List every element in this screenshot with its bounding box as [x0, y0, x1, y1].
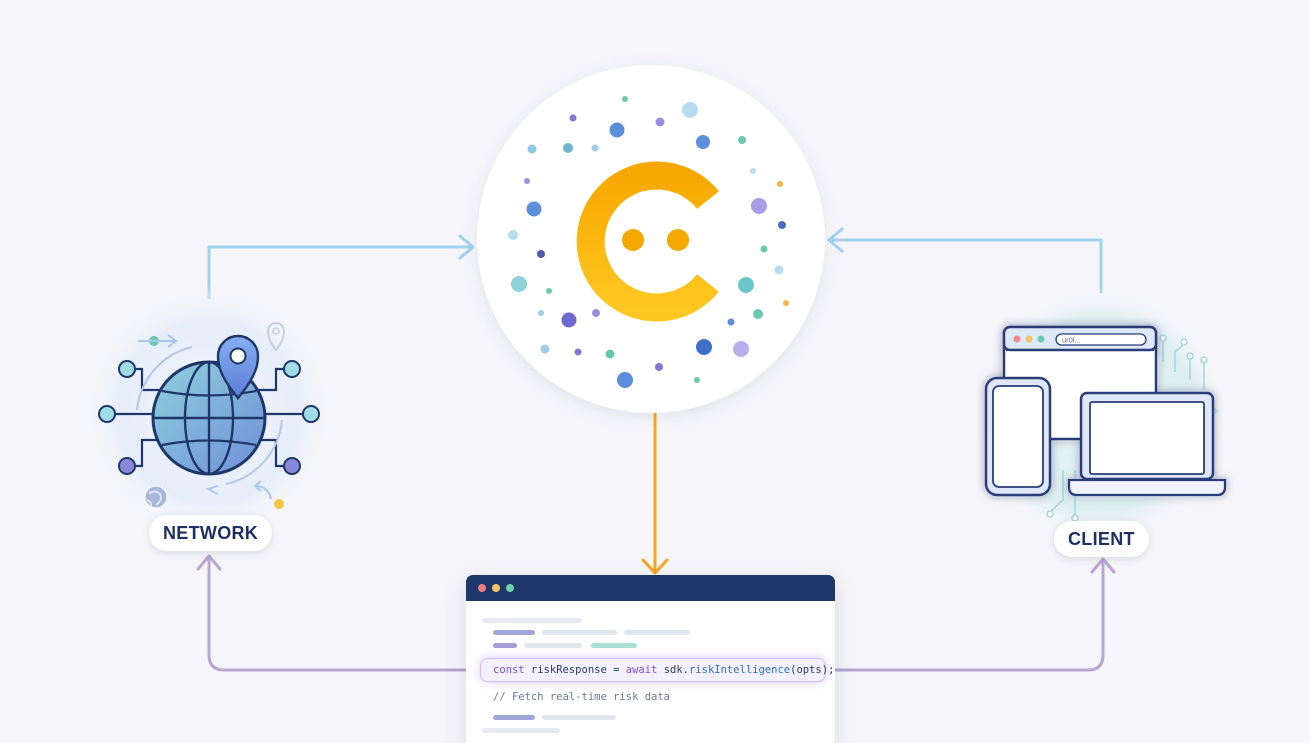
code-token-fn: riskIntelligence [688, 664, 791, 676]
code-placeholder-line [493, 630, 535, 635]
particle-ring [508, 96, 789, 388]
globe-network-icon [98, 322, 320, 509]
minimize-dot-icon [492, 584, 500, 592]
code-token-var: riskResponse = [524, 664, 626, 676]
browser-url-text: ur0l... [1062, 336, 1081, 345]
code-highlight-box [480, 658, 826, 682]
code-token-await: await [625, 664, 658, 676]
code-editor-window: const riskResponse = await sdk.riskIntel… [466, 575, 835, 743]
arrow-client-to-center [827, 227, 1103, 294]
close-dot-icon [478, 584, 486, 592]
arrow-network-to-center [207, 234, 475, 300]
code-token-const: const [493, 664, 525, 676]
code-comment-line: // Fetch real-time risk data [493, 691, 671, 703]
arrow-code-to-client [830, 557, 1116, 672]
code-placeholder-line [624, 630, 690, 635]
network-node [81, 284, 337, 540]
arrow-code-to-network [196, 554, 472, 672]
code-line-main: const riskResponse = await sdk.riskIntel… [493, 664, 834, 676]
maximize-dot-icon [506, 584, 514, 592]
code-token-obj: sdk. [657, 664, 689, 676]
code-token-args: (opts); [790, 664, 835, 676]
devices-icon: ur0l... [984, 325, 1227, 522]
center-node [477, 65, 825, 413]
code-window-titlebar [466, 575, 835, 601]
client-node: ur0l... [972, 287, 1228, 543]
code-body: const riskResponse = await sdk.riskIntel… [466, 601, 835, 743]
code-placeholder-line [591, 643, 637, 648]
code-placeholder-line [542, 715, 616, 720]
code-placeholder-line [493, 715, 535, 720]
client-label: CLIENT [1054, 521, 1149, 557]
code-placeholder-line [482, 728, 560, 733]
smiley-c-logo-icon [576, 161, 719, 322]
code-placeholder-line [493, 643, 517, 648]
code-placeholder-line [542, 630, 617, 635]
network-label: NETWORK [149, 515, 273, 551]
arrow-center-to-code [641, 411, 669, 575]
code-placeholder-line [482, 618, 582, 623]
code-placeholder-line [524, 643, 582, 648]
